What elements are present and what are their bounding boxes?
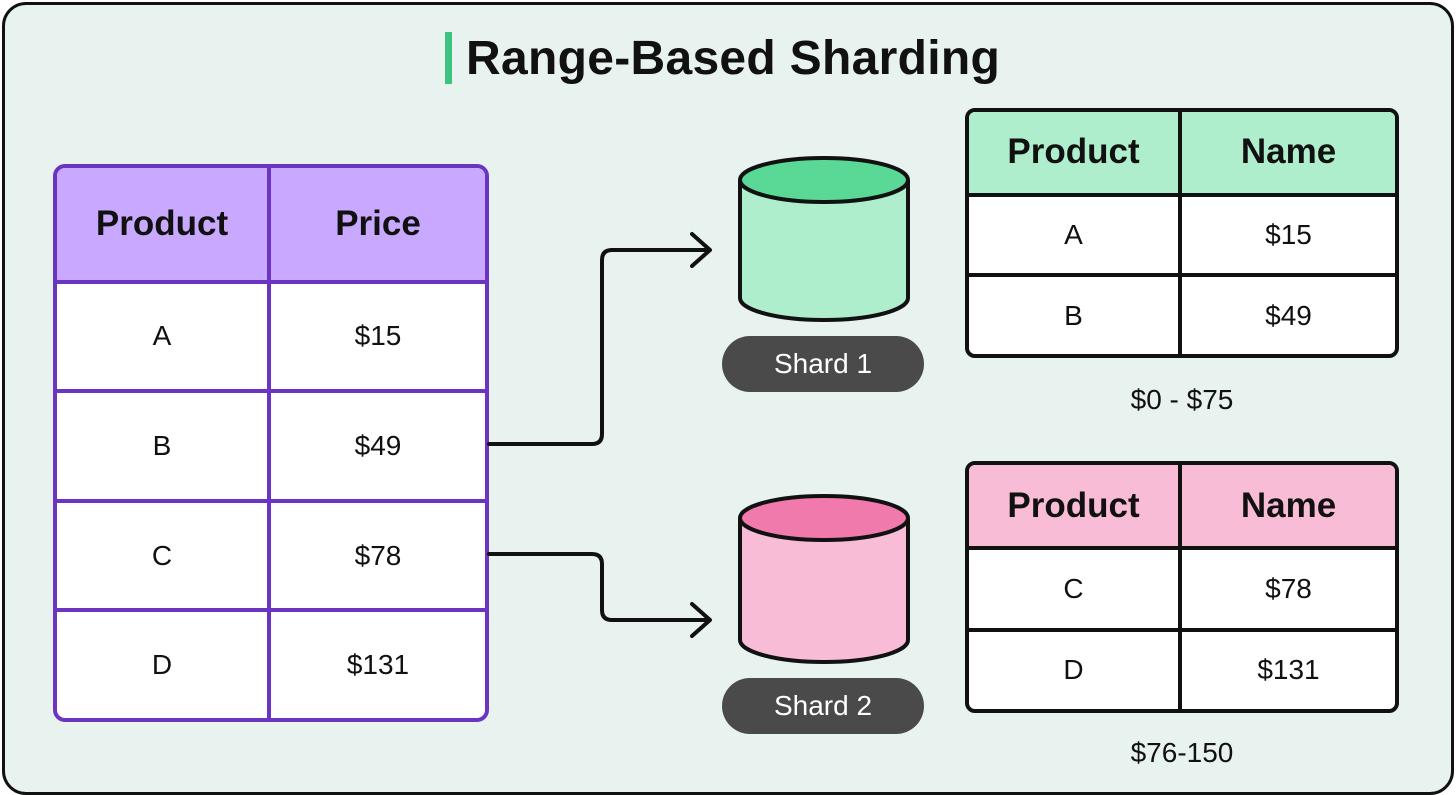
table-row: A $15	[969, 196, 1395, 278]
arrow-to-shard-2	[487, 552, 708, 622]
shard-2-header-name: Name	[1182, 465, 1395, 551]
shard-2-cell-product: D	[969, 631, 1182, 709]
arrowhead-shard-1	[690, 232, 712, 268]
source-header-product: Product	[57, 168, 271, 284]
table-row: C $78	[57, 502, 485, 613]
table-row: C $78	[969, 550, 1395, 632]
shard-2-label: Shard 2	[722, 678, 924, 734]
shard-2-range: $76-150	[1130, 737, 1234, 768]
shard-1-header-name: Name	[1182, 112, 1395, 197]
shard-1-header-product: Product	[969, 112, 1182, 197]
table-row: D $131	[969, 631, 1395, 709]
table-row: A $15	[57, 283, 485, 394]
shard-2-header-product: Product	[969, 465, 1182, 551]
title-accent-bar	[445, 32, 452, 84]
source-cell-price: $131	[346, 649, 410, 681]
title-text: Range-Based Sharding	[466, 31, 1001, 85]
source-header-price: Price	[271, 168, 485, 284]
shard-2-header-row: Product Name	[969, 465, 1395, 551]
source-cell-product: D	[57, 612, 271, 718]
table-row: D $131	[57, 612, 485, 718]
shard-1-range: $0 - $75	[1130, 384, 1234, 415]
shard-2-database-icon	[738, 494, 910, 664]
shard-2-table: Product Name C $78 D $131	[965, 461, 1399, 713]
arrow-to-shard-1	[487, 248, 708, 446]
source-cell-product: A	[57, 283, 271, 394]
table-row: B $49	[969, 277, 1395, 354]
table-row: B $49	[57, 393, 485, 503]
shard-2-cell-value: $131	[1257, 654, 1320, 686]
source-cell-product: B	[57, 393, 271, 503]
shard-2-cell-product: C	[969, 550, 1182, 632]
source-header-row: Product Price	[57, 168, 485, 284]
shard-1-cell-product: A	[969, 196, 1182, 278]
shard-1-cell-product: B	[969, 277, 1182, 354]
shard-1-label: Shard 1	[722, 336, 924, 392]
shard-2-cell-value: $78	[1182, 550, 1395, 632]
shard-1-table: Product Name A $15 B $49	[965, 108, 1399, 358]
source-cell-product: C	[57, 502, 271, 613]
source-cell-price: $15	[271, 284, 485, 394]
shard-1-cell-value: $15	[1182, 197, 1395, 278]
shard-1-header-row: Product Name	[969, 112, 1395, 197]
shard-1-database-icon	[738, 156, 910, 322]
source-cell-price: $78	[271, 503, 485, 613]
arrowhead-shard-2	[690, 602, 712, 638]
source-cell-price: $49	[271, 393, 485, 503]
source-table: Product Price A $15 B $49 C $78 D $131	[53, 164, 489, 722]
shard-1-cell-value: $49	[1265, 299, 1312, 331]
page-title: Range-Based Sharding	[445, 30, 1000, 86]
